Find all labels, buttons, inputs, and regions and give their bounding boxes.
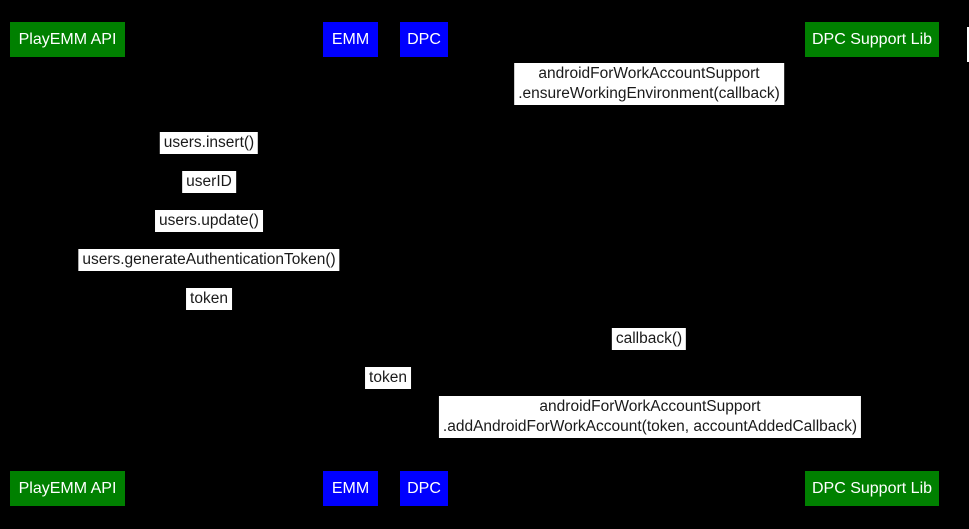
participant-dpc-bottom: DPC xyxy=(400,471,448,506)
message-line: token xyxy=(190,290,228,307)
message-generate-authentication-token: users.generateAuthenticationToken() xyxy=(78,249,340,271)
message-line: token xyxy=(369,369,407,386)
message-line: .addAndroidForWorkAccount(token, account… xyxy=(442,418,858,435)
participant-dpc-support-lib-bottom: DPC Support Lib xyxy=(805,471,939,506)
participant-emm-bottom: EMM xyxy=(323,471,378,506)
message-userid: userID xyxy=(182,171,236,193)
participant-playemm-api-bottom: PlayEMM API xyxy=(10,471,125,506)
message-users-insert: users.insert() xyxy=(159,132,259,154)
message-line: userID xyxy=(186,173,232,190)
participant-dpc-support-lib-top: DPC Support Lib xyxy=(805,22,939,57)
message-line: androidForWorkAccountSupport xyxy=(539,398,761,415)
message-line: .ensureWorkingEnvironment(callback) xyxy=(518,85,780,102)
message-line: users.insert() xyxy=(163,134,255,151)
message-line: androidForWorkAccountSupport xyxy=(538,65,760,82)
message-line: callback() xyxy=(615,330,683,347)
participant-playemm-api-top: PlayEMM API xyxy=(10,22,125,57)
participant-dpc-top: DPC xyxy=(400,22,448,57)
message-ensure-working-environment: androidForWorkAccountSupport .ensureWorki… xyxy=(514,63,784,105)
message-line: users.update() xyxy=(159,212,259,229)
message-add-android-for-work-account: androidForWorkAccountSupport .addAndroidF… xyxy=(438,396,862,438)
vertical-scrollbar-thumb[interactable] xyxy=(967,27,969,62)
message-callback: callback() xyxy=(611,328,687,350)
participant-emm-top: EMM xyxy=(323,22,378,57)
message-token-forward: token xyxy=(365,367,411,389)
message-users-update: users.update() xyxy=(155,210,263,232)
message-token-return: token xyxy=(186,288,232,310)
message-line: users.generateAuthenticationToken() xyxy=(82,251,336,268)
